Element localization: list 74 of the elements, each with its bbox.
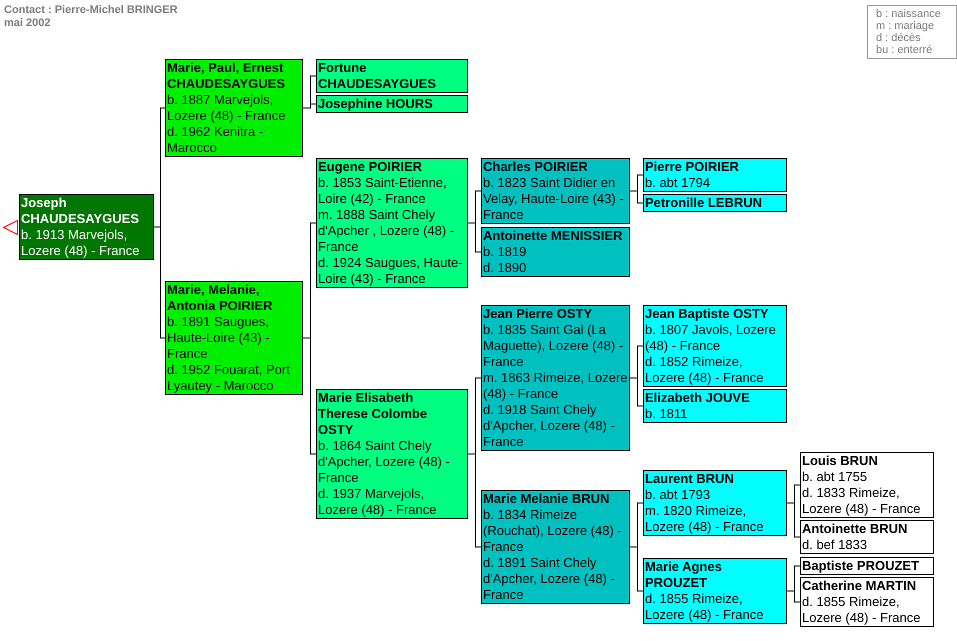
abbreviation-entry: m : mariage <box>876 20 936 32</box>
person-box <box>481 158 630 224</box>
life-event: b. abt 1794 <box>645 175 712 191</box>
life-event: b. 1823 Saint Didier en Velay, Haute-Loire (43) - France <box>483 175 625 223</box>
life-event: d. 1855 Rimeize, Lozere (48) - France <box>802 594 922 626</box>
life-event: d. 1855 Rimeize, Lozere (48) - France <box>645 591 764 623</box>
connector-line <box>786 590 800 602</box>
connector-line <box>468 222 482 252</box>
person-box <box>316 389 468 519</box>
person-box <box>643 305 787 387</box>
connector-line <box>468 454 482 548</box>
person-name: Laurent BRUN <box>645 471 735 487</box>
life-event: b. 1811 <box>645 406 688 422</box>
person-box <box>643 389 787 423</box>
abbreviation-key-box <box>867 5 957 59</box>
life-event: d. 1833 Rimeize, Lozere (48) - France <box>802 485 922 517</box>
person-box <box>800 577 934 627</box>
person-box <box>643 194 787 212</box>
life-event: d. 1891 Saint Chely d'Apcher, Lozere (48) - France <box>483 555 616 603</box>
life-event: b. abt 1755 <box>802 469 868 485</box>
life-event: d. 1937 Marvejols, Lozere (48) - France <box>318 486 438 518</box>
person-box <box>800 520 934 554</box>
person-name: Eugene POIRIER <box>318 159 424 175</box>
person-box <box>481 305 630 451</box>
life-event: d. 1924 Saugues, Haute-Loire (43) - France <box>318 255 464 287</box>
connector-line <box>302 338 316 454</box>
life-event: b. abt 1793 <box>645 487 712 503</box>
person-name: Baptiste PROUZET <box>802 558 920 574</box>
person-name: Catherine MARTIN <box>802 578 918 594</box>
person-box <box>19 194 154 260</box>
life-event: d. 1852 Rimeize, Lozere (48) - France <box>645 354 764 386</box>
life-event: d. 1890 <box>483 260 528 276</box>
person-name: Fortune CHAUDESAYGUES <box>318 60 437 92</box>
header-text: mai 2002 <box>4 17 52 30</box>
connector-line <box>630 378 644 406</box>
life-event: d. 1962 Kenitra - Marocco <box>167 124 264 156</box>
person-name: Antoinette BRUN <box>802 521 908 537</box>
connector-line <box>786 502 800 538</box>
person-name: Antoinette MENISSIER <box>483 228 624 244</box>
person-name: Marie Melanie BRUN <box>483 491 610 507</box>
connector-line <box>302 104 316 108</box>
life-event: m. 1820 Rimeize, Lozere (48) - France <box>645 503 764 535</box>
person-box <box>800 452 934 518</box>
person-name: Jean Pierre OSTY <box>483 306 594 322</box>
person-box <box>643 558 787 624</box>
person-name: Elizabeth JOUVE <box>645 390 751 406</box>
person-name: Petronille LEBRUN <box>645 195 764 211</box>
abbreviation-entry: bu : enterré <box>876 44 934 56</box>
person-box <box>165 59 303 157</box>
connector-line <box>154 226 166 338</box>
abbreviation-entry: d : décès <box>876 32 922 44</box>
person-box <box>481 227 630 277</box>
person-box <box>316 158 468 288</box>
life-event: d. 1952 Fouarat, Port Lyautey - Marocco <box>167 362 291 394</box>
person-name: Pierre POIRIER <box>645 159 740 175</box>
connector-line <box>630 190 644 204</box>
person-box <box>481 490 630 604</box>
life-event: b. 1819 <box>483 244 528 260</box>
person-name: Josephine HOURS <box>318 96 434 112</box>
person-box <box>643 470 787 536</box>
life-event: d. bef 1833 <box>802 537 868 553</box>
person-name: Louis BRUN <box>802 453 879 469</box>
person-box <box>316 95 468 113</box>
person-name: Charles POIRIER <box>483 159 589 175</box>
person-box <box>800 557 934 575</box>
life-event: d. 1918 Saint Chely d'Apcher, Lozere (48) - France <box>483 402 616 450</box>
person-box <box>165 281 303 395</box>
life-event: b. 1913 Marvejols, Lozere (48) - France <box>21 227 140 259</box>
abbreviation-entry: b : naissance <box>876 8 942 20</box>
person-name: Jean Baptiste OSTY <box>645 306 770 322</box>
person-box <box>643 158 787 192</box>
header-text: Contact : Pierre-Michel BRINGER <box>4 4 178 17</box>
person-box <box>316 59 468 93</box>
connector-line <box>630 546 644 592</box>
